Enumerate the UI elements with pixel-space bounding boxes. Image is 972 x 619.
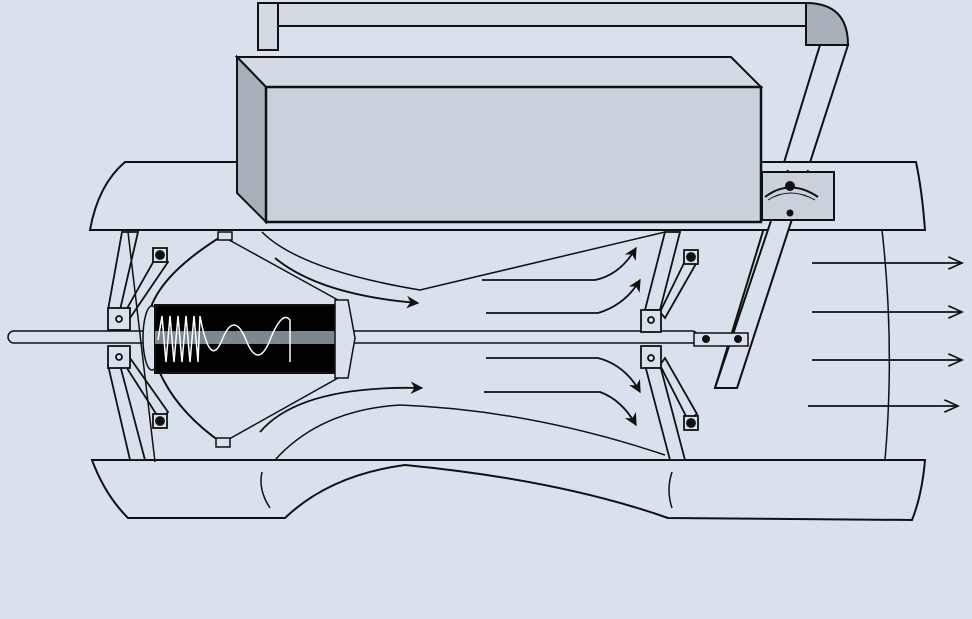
lower-housing (90, 459, 927, 522)
rear-bracket (640, 231, 699, 461)
shaft-coupling (693, 332, 749, 347)
exhaust-arrows (808, 263, 962, 406)
front-bracket (106, 231, 170, 463)
flow-arrows (259, 246, 641, 433)
gauge (761, 171, 835, 221)
coil (157, 315, 291, 363)
top-bar (257, 1, 850, 51)
combustion-chamber (142, 231, 356, 448)
control-box (234, 54, 764, 225)
